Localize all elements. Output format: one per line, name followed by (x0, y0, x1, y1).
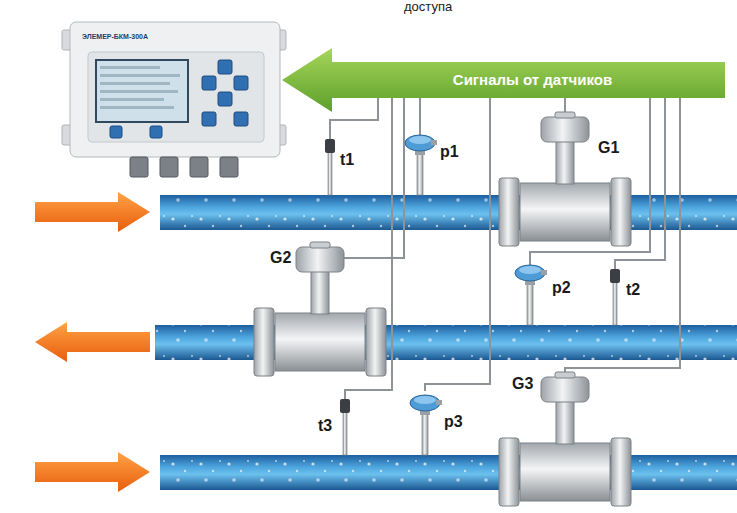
sensor-tag: G2 (270, 250, 291, 266)
sensor-tag: p2 (552, 280, 571, 296)
heading-fragment: доступа (404, 0, 452, 13)
sensor-tag: p1 (440, 144, 459, 160)
signal-label: Сигналы от датчиков (453, 71, 612, 89)
device-box: ЭЛЕМЕР-БКМ-300А (74, 26, 276, 48)
sensor-tag: p3 (444, 414, 463, 430)
sensor-tag: t3 (318, 418, 332, 434)
sensor-tag: G3 (512, 376, 533, 392)
sensor-tag: t2 (626, 282, 640, 298)
signal-arrow: Сигналы от датчиков (340, 62, 725, 98)
sensor-tag: G1 (598, 140, 619, 156)
sensor-tag: t1 (340, 152, 354, 168)
device-name: ЭЛЕМЕР-БКМ-300А (82, 33, 148, 41)
